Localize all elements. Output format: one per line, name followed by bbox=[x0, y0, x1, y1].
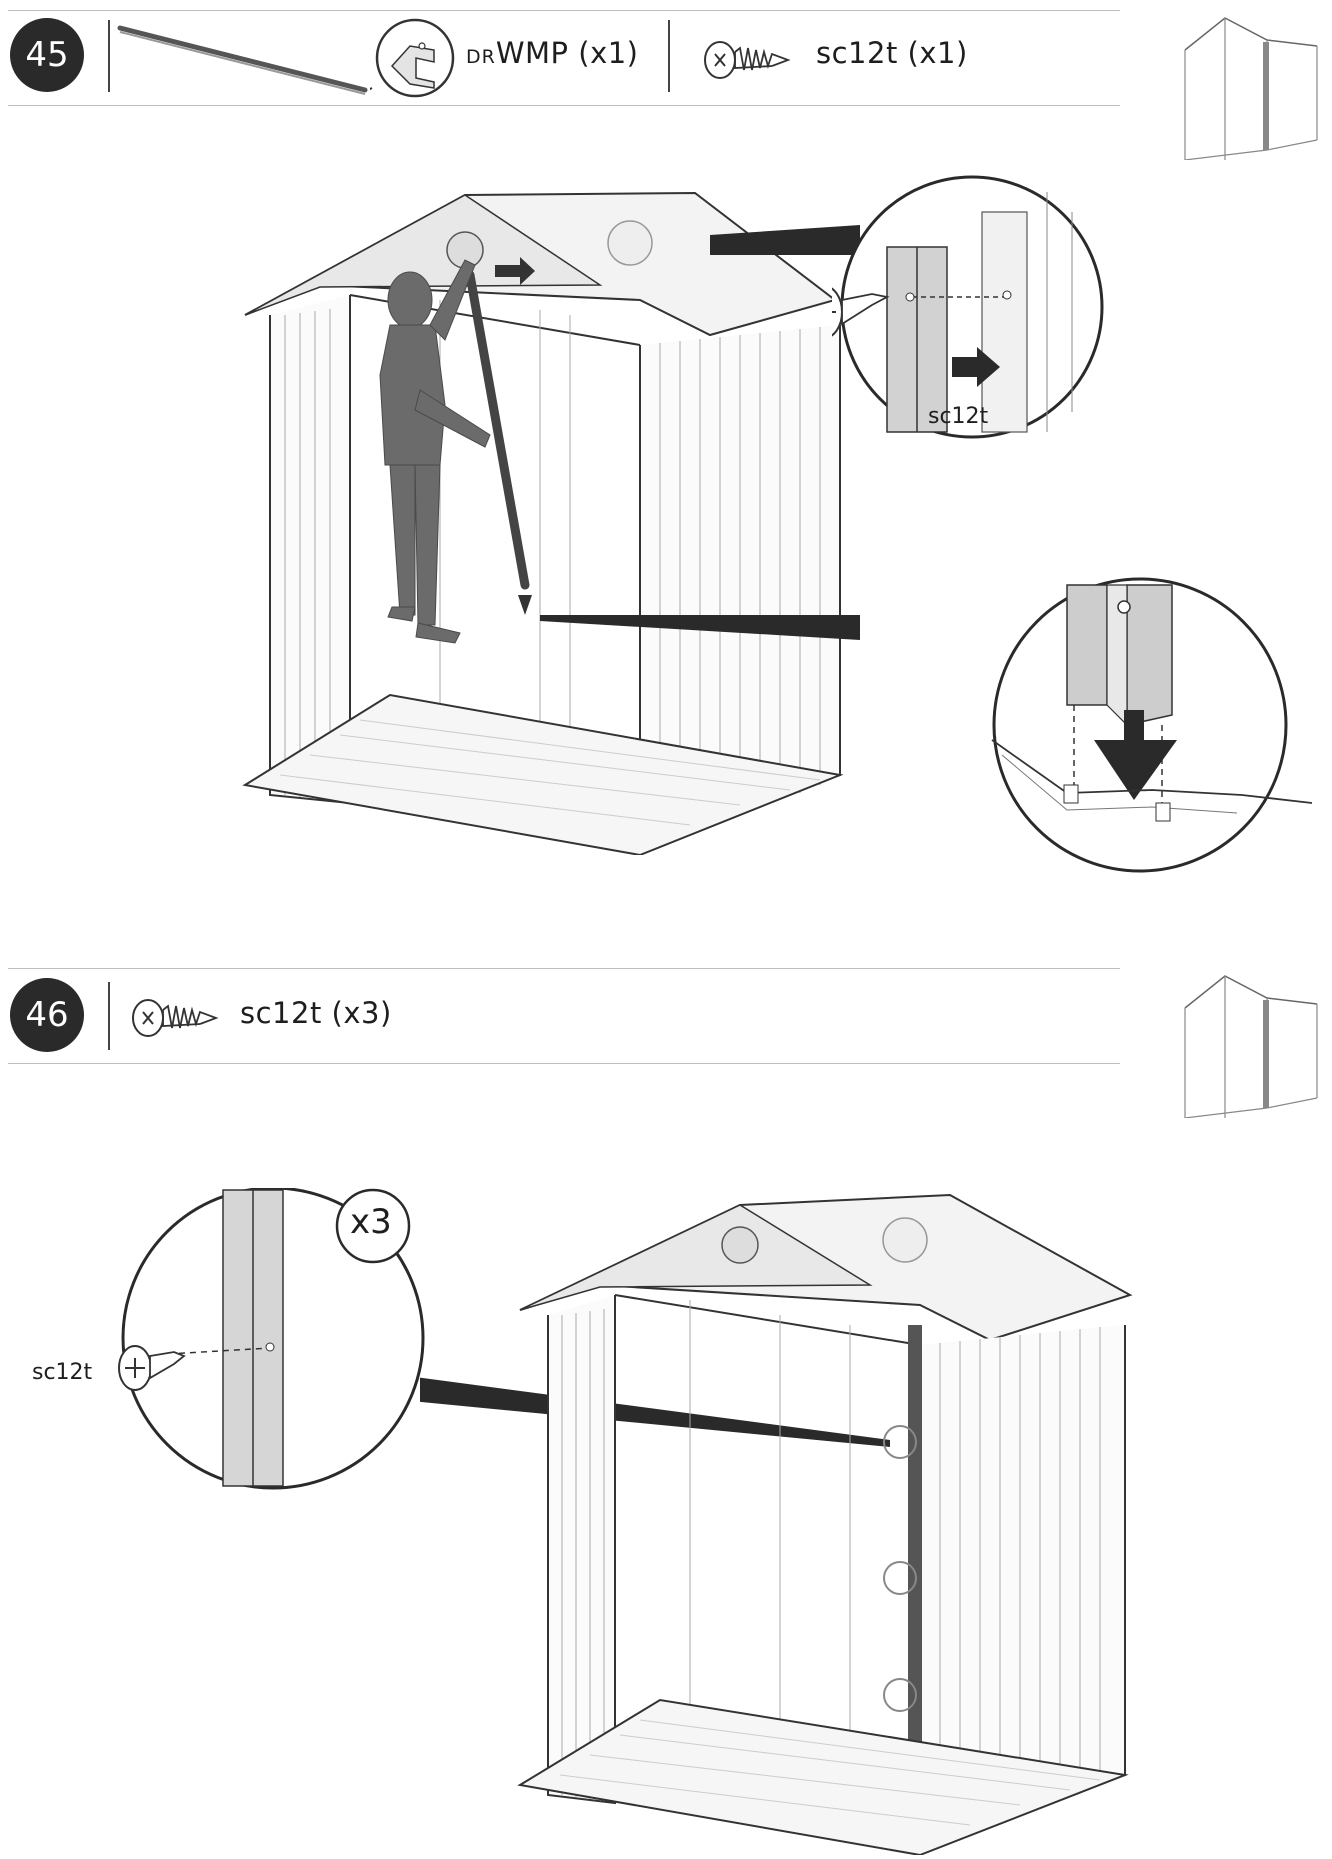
part-qty: (x1) bbox=[907, 36, 968, 70]
header-divider bbox=[668, 20, 670, 92]
step-45-header: 45 DRWMP (x1) sc12t (x1) bbox=[0, 10, 1120, 106]
header-rule bbox=[8, 968, 1120, 969]
part-label-sc12t: sc12t (x1) bbox=[816, 36, 968, 70]
part-name: sc12t bbox=[816, 36, 898, 70]
part-label-drwmp: DRWMP (x1) bbox=[466, 36, 639, 70]
shed-progress-thumbnail bbox=[1184, 975, 1318, 1118]
part-code-prefix: DR bbox=[466, 46, 496, 68]
header-divider bbox=[108, 982, 110, 1050]
header-rule bbox=[8, 105, 1120, 106]
part-qty: (x3) bbox=[331, 996, 392, 1030]
detail-magnifier-screw bbox=[832, 175, 1104, 439]
part-qty: (x1) bbox=[578, 36, 639, 70]
screw-icon bbox=[118, 1345, 186, 1391]
screw-icon bbox=[704, 41, 791, 79]
detail-magnifier-screws bbox=[118, 1188, 425, 1490]
detail-magnifier-insert bbox=[991, 577, 1312, 873]
screw-location-markers bbox=[883, 1425, 917, 1712]
header-rule bbox=[8, 1063, 1120, 1064]
step-number-badge: 46 bbox=[10, 978, 84, 1052]
step-46-header: 46 sc12t (x3) bbox=[0, 968, 1120, 1064]
header-rule bbox=[8, 10, 1120, 11]
screw-icon bbox=[832, 287, 890, 337]
screw-callout-label: sc12t bbox=[928, 404, 989, 429]
rod-part-icon bbox=[117, 25, 368, 95]
part-name: WMP bbox=[495, 36, 569, 70]
step-number-badge: 45 bbox=[10, 18, 84, 92]
multiplier-bubble bbox=[335, 1188, 411, 1264]
screw-icon bbox=[132, 999, 219, 1037]
part-name: sc12t bbox=[240, 996, 322, 1030]
step-46-shed-illustration bbox=[420, 1193, 1133, 1855]
header-divider bbox=[108, 20, 110, 92]
step-45-shed-illustration bbox=[242, 191, 860, 855]
shed-progress-thumbnail bbox=[1184, 17, 1318, 160]
part-label-sc12t: sc12t (x3) bbox=[240, 996, 392, 1030]
profile-magnifier-icon bbox=[370, 18, 455, 98]
screw-callout-label: sc12t bbox=[32, 1360, 93, 1385]
quantity-multiplier: x3 bbox=[350, 1202, 392, 1242]
